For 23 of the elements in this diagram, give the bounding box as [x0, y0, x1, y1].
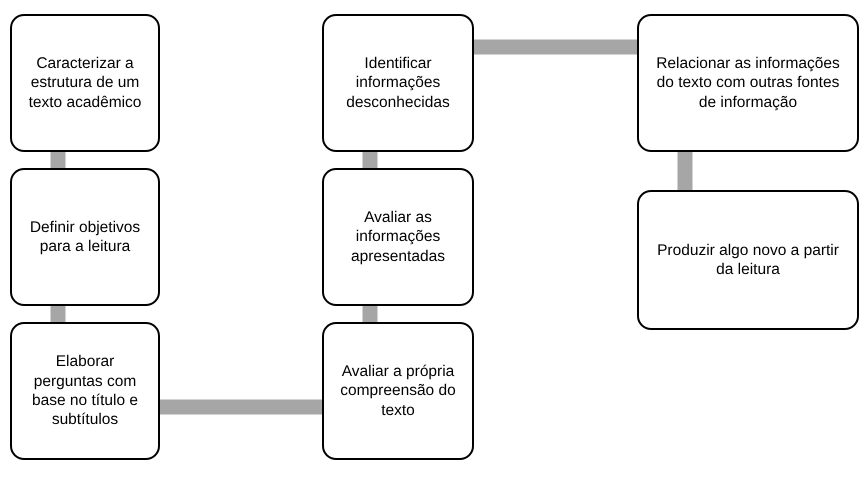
step-box [637, 190, 859, 330]
step-text: Relacionar as informações do texto com outras fontes de informação [655, 54, 841, 112]
connector-bar [362, 152, 378, 168]
step-box [322, 322, 474, 460]
connector-bar [362, 306, 378, 322]
connector-bar [50, 306, 66, 322]
step-text: Avaliar a própria compreensão do texto [339, 362, 457, 420]
step-box [10, 322, 160, 460]
step-text: Avaliar as informações apresentadas [350, 208, 446, 266]
connector-bar [50, 152, 66, 168]
step-text: Identificar informações desconhecidas [345, 54, 451, 112]
connector-bar [160, 400, 322, 414]
step-box [322, 14, 474, 152]
step-box [322, 168, 474, 306]
step-text: Definir objetivos para a leitura [28, 218, 142, 256]
step-box [10, 168, 160, 306]
connector-bar [678, 152, 692, 190]
step-box [10, 14, 160, 152]
step-text: Caracterizar a estrutura de um texto acadêmico [28, 54, 142, 112]
connector-bar [474, 40, 637, 54]
step-box [637, 14, 859, 152]
step-text: Produzir algo novo a partir da leitura [656, 240, 840, 280]
step-text: Elaborar perguntas com base no título e subtítulos [31, 352, 139, 430]
